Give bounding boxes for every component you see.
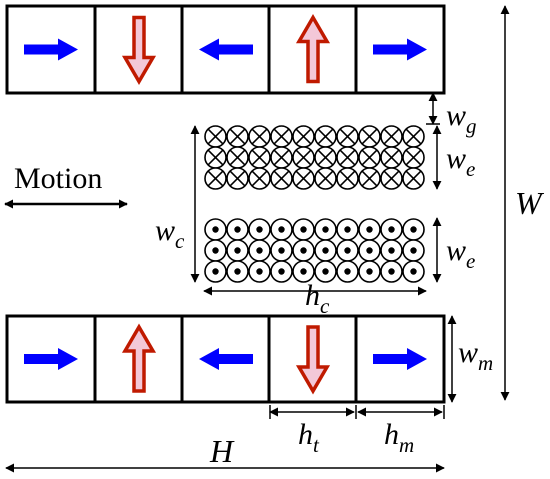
bottom-magnet-row [5, 314, 446, 404]
conductor-dot-icon [270, 239, 293, 262]
arrow-down-icon [121, 15, 157, 85]
conductor-cross-icon [358, 167, 381, 190]
conductor-dot-icon [402, 260, 425, 283]
label-wm: wm [458, 336, 493, 375]
arrow-right-icon [24, 38, 78, 61]
conductor-dot-icon [402, 239, 425, 262]
conductor-cross-icon [248, 146, 271, 169]
label-ht: ht [298, 418, 320, 457]
conductor-cross-icon [314, 125, 337, 148]
dimension-lines [4, 5, 510, 473]
conductor-dot-icon [336, 239, 359, 262]
conductor-cross-icon [402, 125, 425, 148]
label-hc: hc [305, 279, 330, 318]
conductor-dot-icon [358, 260, 381, 283]
conductor-cross-icon [336, 125, 359, 148]
conductor-dot-icon [248, 218, 271, 241]
coil-block-dot [204, 218, 425, 283]
conductor-cross-icon [358, 125, 381, 148]
conductor-cross-icon [402, 146, 425, 169]
top-magnet-1-right [5, 4, 97, 95]
conductor-cross-icon [226, 146, 249, 169]
conductor-dot-icon [358, 218, 381, 241]
conductor-dot-icon [314, 239, 337, 262]
arrow-up-icon [121, 323, 157, 393]
arrow-up-icon [295, 14, 331, 84]
conductor-dot-icon [292, 260, 315, 283]
conductor-dot-icon [270, 218, 293, 241]
conductor-cross-icon [336, 167, 359, 190]
conductor-dot-icon [226, 239, 249, 262]
conductor-dot-icon [380, 239, 403, 262]
conductor-dot-icon [226, 218, 249, 241]
conductor-dot-icon [204, 218, 227, 241]
conductor-dot-icon [380, 260, 403, 283]
conductor-dot-icon [358, 239, 381, 262]
top-magnet-4-up [267, 4, 359, 95]
label-we-bottom: we [446, 234, 475, 273]
top-magnet-2-down [93, 4, 185, 95]
coil-block-cross [204, 125, 425, 190]
motion-label: Motion [14, 162, 102, 195]
conductor-cross-icon [292, 125, 315, 148]
top-magnet-3-left [180, 4, 272, 95]
conductor-cross-icon [336, 146, 359, 169]
conductor-dot-icon [402, 218, 425, 241]
conductor-cross-icon [314, 146, 337, 169]
conductor-dot-icon [248, 260, 271, 283]
label-hm: hm [384, 418, 414, 457]
top-magnet-row [5, 4, 446, 95]
conductor-cross-icon [402, 167, 425, 190]
conductor-dot-icon [292, 239, 315, 262]
conductor-cross-icon [204, 146, 227, 169]
bottom-magnet-4-down [267, 314, 359, 404]
conductor-cross-icon [358, 146, 381, 169]
conductor-cross-icon [270, 125, 293, 148]
conductor-cross-icon [270, 146, 293, 169]
label-wc: wc [155, 214, 185, 253]
arrow-down-icon [295, 325, 331, 395]
arrow-right-icon [24, 348, 78, 370]
bottom-magnet-3-left [180, 314, 272, 404]
top-magnet-5-right [354, 4, 446, 95]
bottom-magnet-2-up [93, 314, 185, 404]
conductor-cross-icon [380, 167, 403, 190]
conductor-dot-icon [380, 218, 403, 241]
conductor-cross-icon [380, 125, 403, 148]
conductor-cross-icon [226, 125, 249, 148]
label-W: W [515, 185, 545, 221]
conductor-dot-icon [226, 260, 249, 283]
conductor-dot-icon [270, 260, 293, 283]
conductor-cross-icon [292, 146, 315, 169]
conductor-cross-icon [380, 146, 403, 169]
conductor-dot-icon [204, 260, 227, 283]
arrow-right-icon [373, 38, 427, 61]
label-H: H [209, 433, 235, 469]
conductor-dot-icon [292, 218, 315, 241]
conductor-dot-icon [314, 218, 337, 241]
conductor-cross-icon [204, 125, 227, 148]
conductor-cross-icon [248, 167, 271, 190]
conductor-dot-icon [314, 260, 337, 283]
conductor-cross-icon [314, 167, 337, 190]
label-we-top: we [446, 142, 475, 181]
bottom-magnet-5-right [354, 314, 446, 404]
conductor-cross-icon [292, 167, 315, 190]
arrow-left-icon [199, 348, 253, 370]
conductor-cross-icon [226, 167, 249, 190]
arrow-left-icon [199, 38, 253, 61]
conductor-cross-icon [248, 125, 271, 148]
label-wg: wg [446, 99, 477, 138]
conductor-cross-icon [204, 167, 227, 190]
conductor-dot-icon [336, 218, 359, 241]
conductor-cross-icon [270, 167, 293, 190]
conductor-dot-icon [204, 239, 227, 262]
conductor-dot-icon [248, 239, 271, 262]
bottom-magnet-1-right [5, 314, 97, 404]
conductor-dot-icon [336, 260, 359, 283]
arrow-right-icon [373, 348, 427, 370]
